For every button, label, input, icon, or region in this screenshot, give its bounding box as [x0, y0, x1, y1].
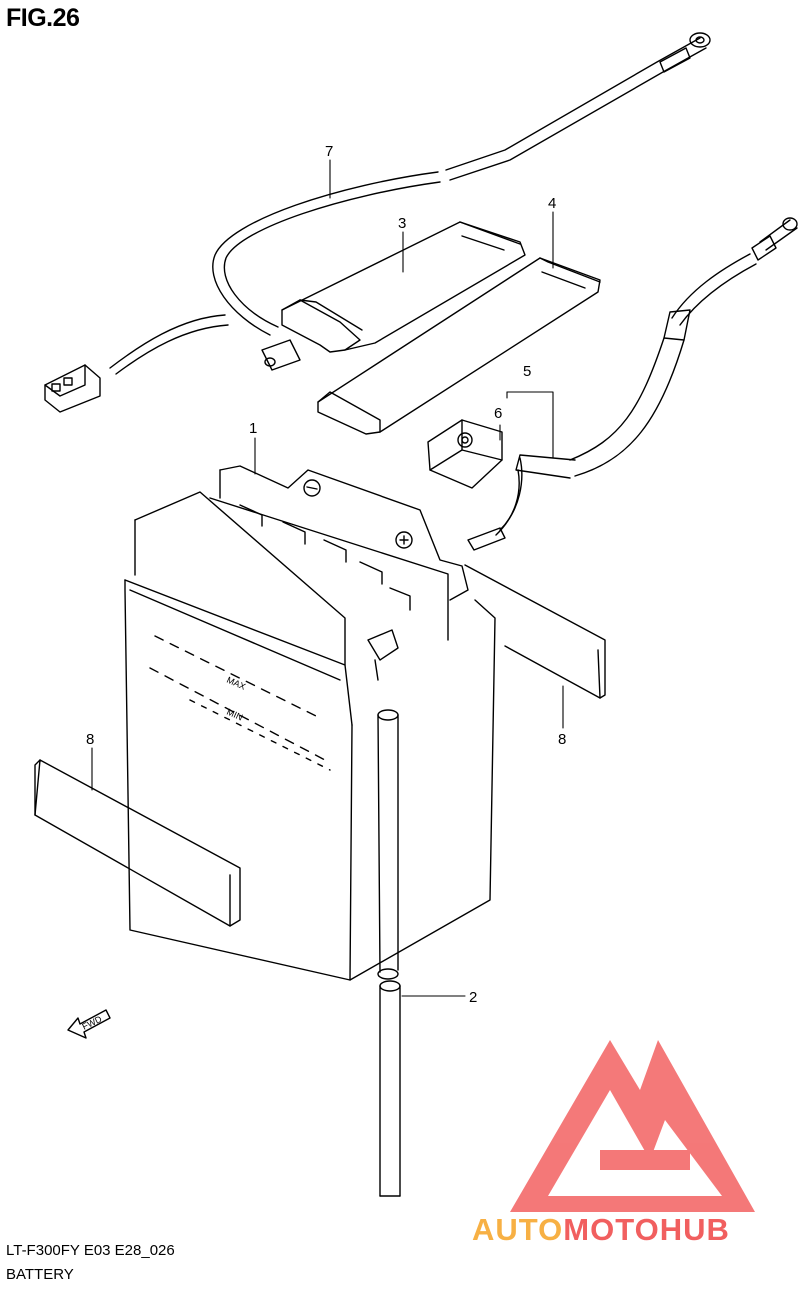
battery-pad-left: [34, 759, 241, 927]
negative-lead: [44, 32, 711, 413]
callout-3: 3: [398, 215, 406, 232]
logo-text-moto: MOTO: [563, 1212, 659, 1247]
callout-8-right: 8: [558, 731, 566, 748]
section-name: BATTERY: [6, 1266, 74, 1283]
battery-strap-4: [317, 257, 601, 435]
positive-lead: [467, 217, 798, 551]
max-level-label: MAX: [225, 675, 247, 692]
breather-tube: [377, 709, 401, 1197]
logo-text-auto: AUTO: [472, 1212, 563, 1247]
terminal-cover: [427, 419, 503, 489]
callout-5: 5: [523, 363, 531, 380]
automotohub-logo: AUTOMOTOHUB: [472, 1040, 755, 1247]
callout-4: 4: [548, 195, 556, 212]
fwd-label: FWD: [80, 1014, 103, 1032]
callout-1: 1: [249, 420, 257, 437]
callout-2: 2: [469, 989, 477, 1006]
callout-7: 7: [325, 143, 333, 160]
callout-6: 6: [494, 405, 502, 422]
logo-text-hub: HUB: [660, 1212, 730, 1247]
svg-text:AUTOMOTOHUB: AUTOMOTOHUB: [472, 1212, 730, 1247]
battery-strap-3: [281, 221, 526, 353]
model-code: LT-F300FY E03 E28_026: [6, 1242, 175, 1259]
callout-8-left: 8: [86, 731, 94, 748]
figure-title: FIG.26: [6, 4, 80, 32]
battery: [124, 465, 496, 981]
battery-pad-right: [464, 564, 606, 699]
fwd-arrow-icon: [67, 1009, 111, 1039]
min-level-label: MIN: [225, 707, 244, 723]
